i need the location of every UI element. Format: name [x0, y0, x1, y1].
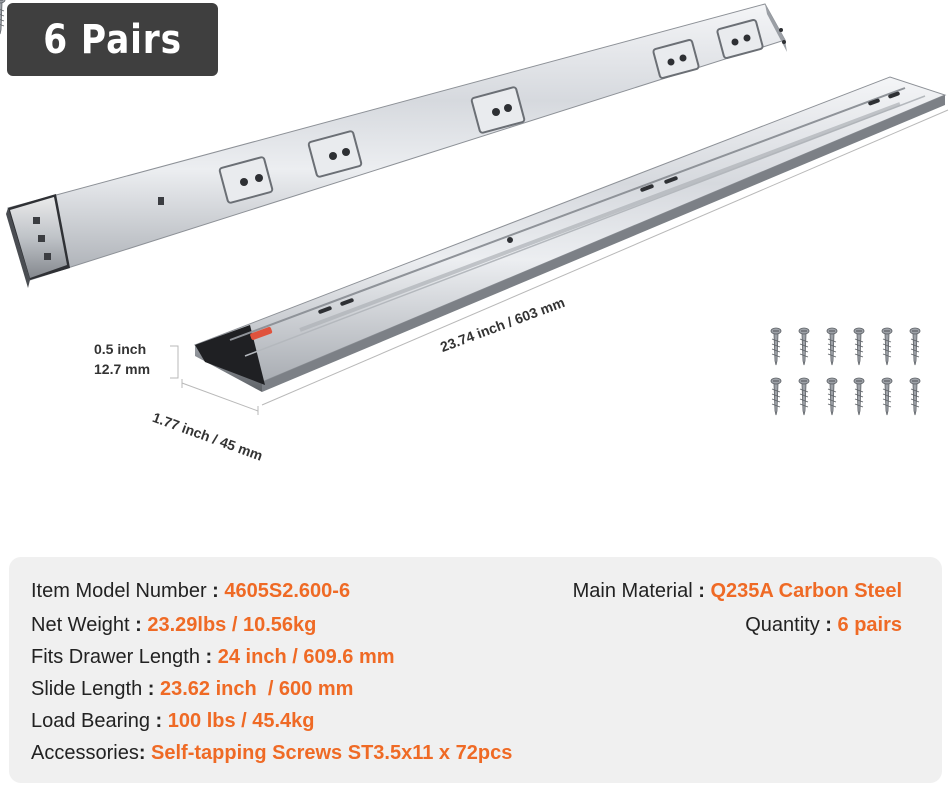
- spec-label: Slide Length: [31, 678, 143, 700]
- spec-value: Self-tapping Screws ST3.5x11 x 72pcs: [151, 742, 513, 764]
- spec-value: 23.29lbs / 10.56kg: [147, 614, 317, 636]
- spec-label: Item Model Number: [31, 580, 207, 602]
- screws: [0, 0, 921, 416]
- spec-separator: :: [129, 614, 148, 636]
- spec-label: Fits Drawer Length: [31, 646, 200, 668]
- spec-separator: :: [692, 580, 711, 602]
- spec-value: 6 pairs: [837, 614, 902, 636]
- height-inch-label: 0.5 inch: [94, 341, 147, 357]
- spec-label: Load Bearing: [31, 710, 150, 732]
- spec-value: 4605S2.600-6: [224, 580, 351, 602]
- upper-rail: [6, 3, 787, 288]
- spec-row-accessories: Accessories: Self-tapping Screws ST3.5x1…: [31, 737, 512, 769]
- drawer-slide-illustration: [0, 0, 949, 416]
- spec-row-drawer-length: Fits Drawer Length : 24 inch / 609.6 mm: [31, 641, 395, 673]
- spec-panel: [9, 557, 942, 783]
- spec-row-load: Load Bearing : 100 lbs / 45.4kg: [31, 705, 315, 737]
- spec-row-model: Item Model Number : 4605S2.600-6: [31, 575, 350, 607]
- dimension-lines: [170, 109, 949, 415]
- spec-separator: :: [138, 742, 152, 764]
- spec-label: Net Weight: [31, 614, 130, 636]
- spec-label: Quantity: [745, 614, 820, 636]
- spec-row-weight: Net Weight : 23.29lbs / 10.56kg: [31, 609, 316, 641]
- spec-row-quantity: Quantity : 6 pairs: [745, 609, 902, 641]
- pairs-badge: 6 Pairs: [7, 3, 218, 76]
- height-mm-label: 12.7 mm: [94, 361, 151, 377]
- spec-value: 24 inch / 609.6 mm: [217, 646, 395, 668]
- spec-value: 100 lbs / 45.4kg: [167, 710, 315, 732]
- spec-separator: :: [206, 580, 225, 602]
- spec-label: Main Material: [572, 580, 693, 602]
- spec-row-material: Main Material : Q235A Carbon Steel: [573, 575, 902, 607]
- spec-separator: :: [819, 614, 838, 636]
- lower-rail: [193, 76, 947, 392]
- height-dimension: 0.5 inch 12.7 mm: [94, 339, 150, 379]
- spec-value: Q235A Carbon Steel: [710, 580, 902, 602]
- spec-label: Accessories: [31, 742, 139, 764]
- spec-row-slide-length: Slide Length : 23.62 inch / 600 mm: [31, 673, 353, 705]
- spec-separator: :: [149, 710, 168, 732]
- spec-separator: :: [142, 678, 160, 700]
- spec-value: 23.62 inch / 600 mm: [159, 678, 354, 700]
- spec-separator: :: [199, 646, 218, 668]
- pairs-badge-label: 6 Pairs: [43, 16, 182, 63]
